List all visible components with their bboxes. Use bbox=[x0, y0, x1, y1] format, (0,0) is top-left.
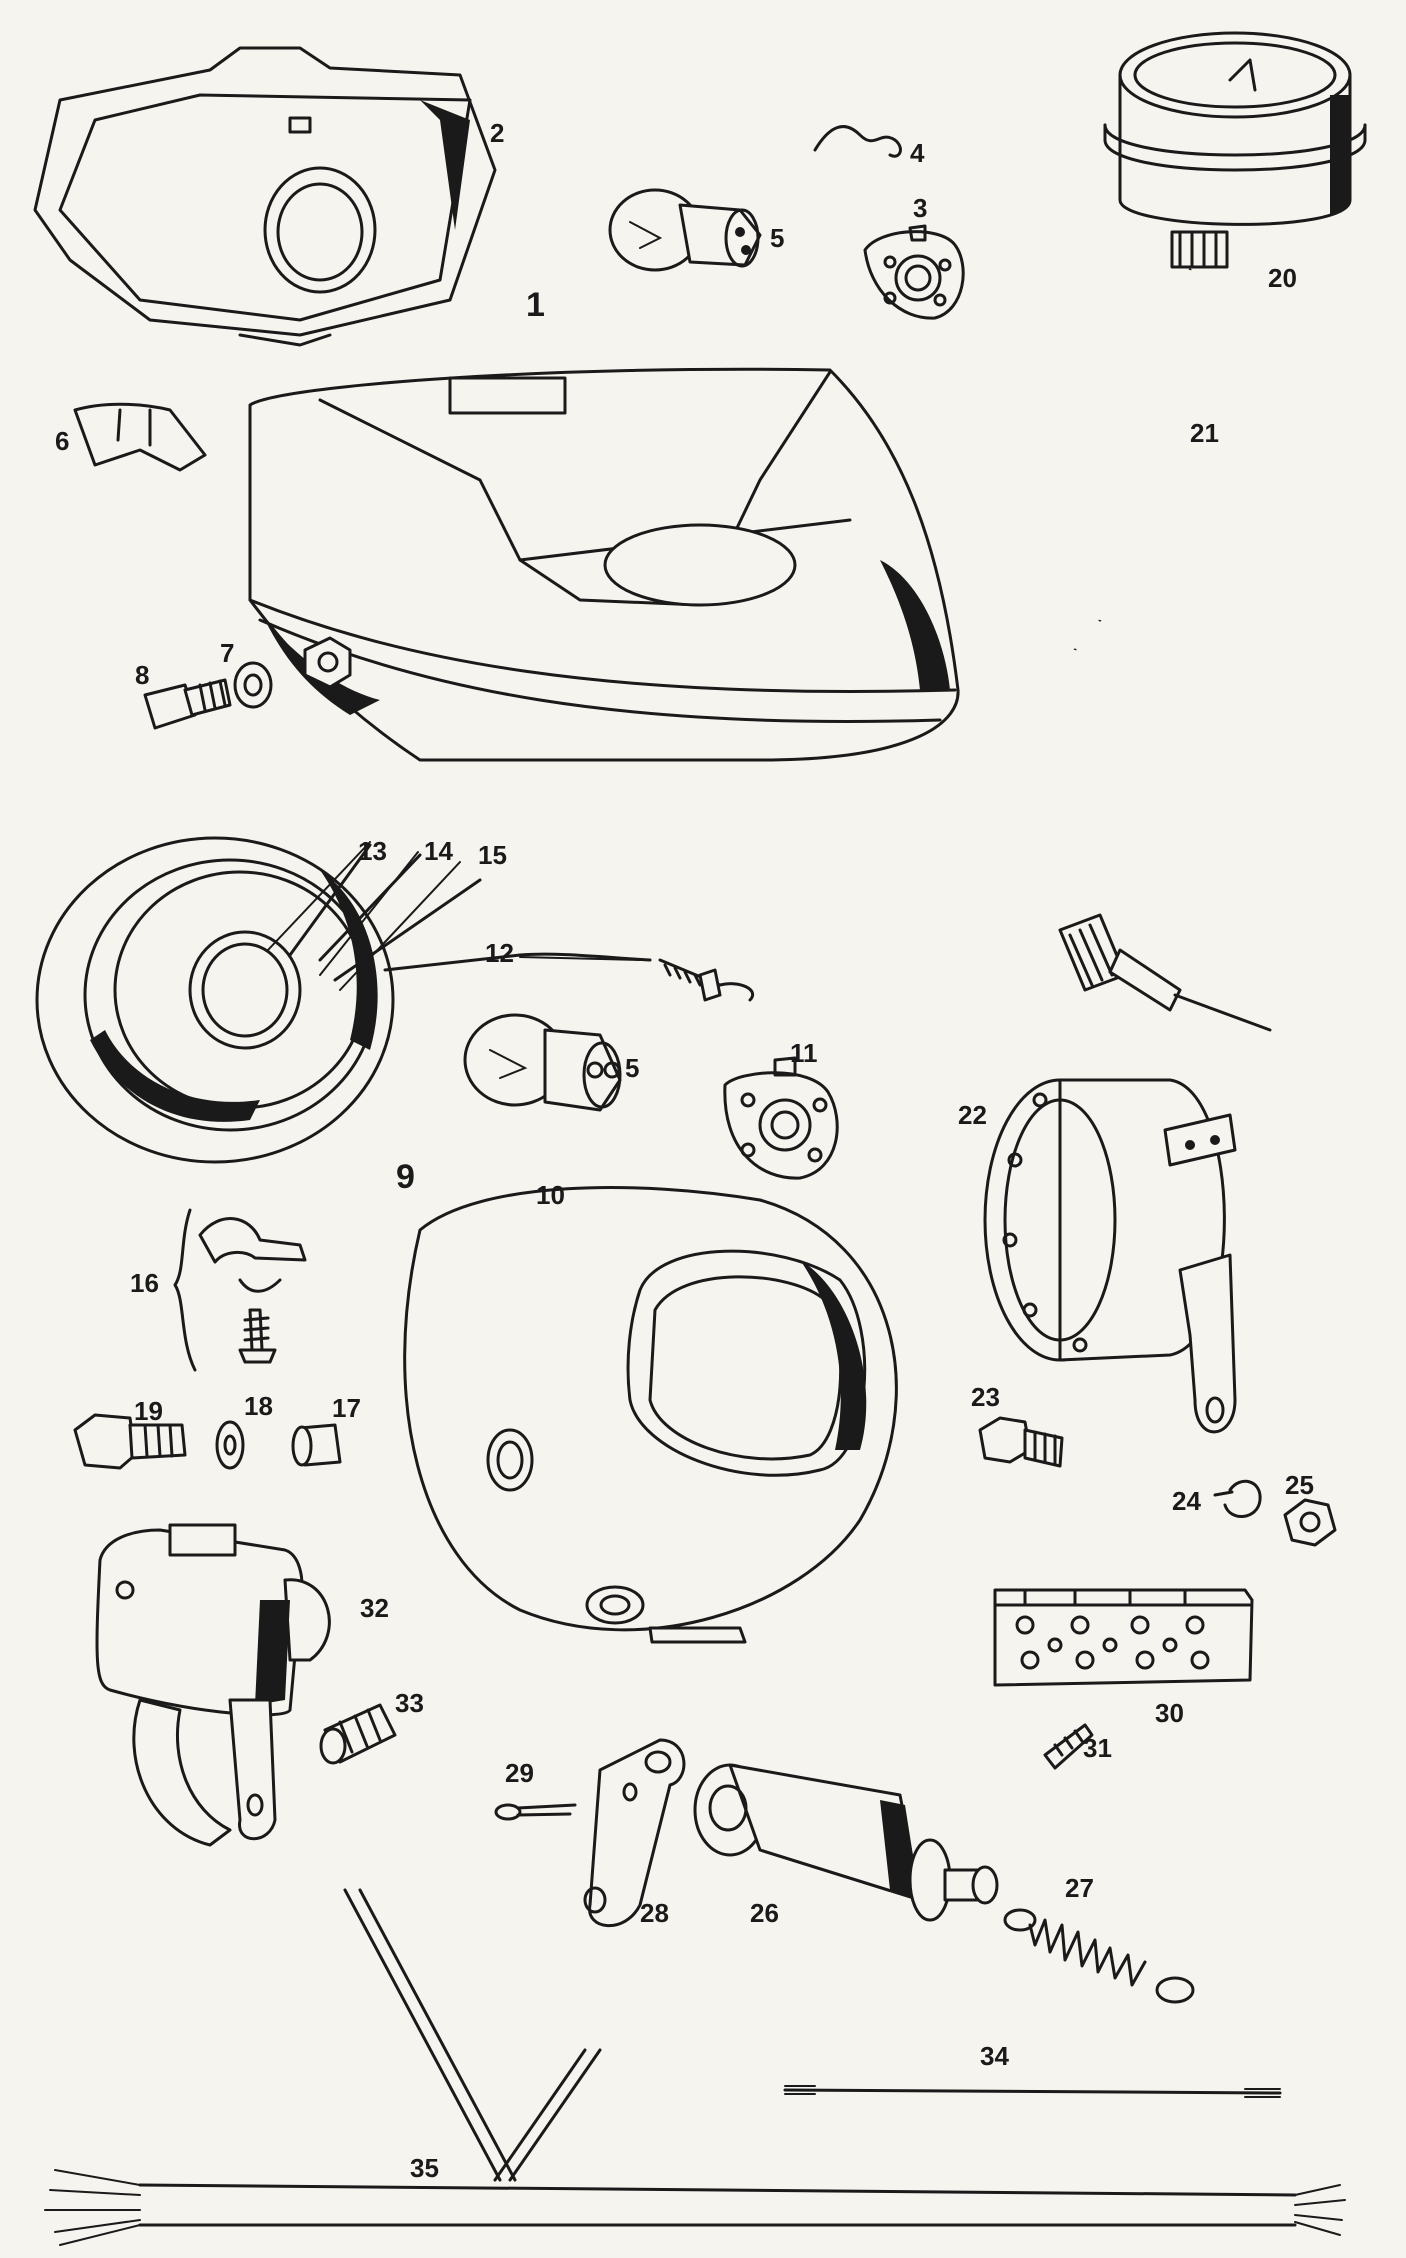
part-4-spring-clip bbox=[813, 125, 902, 158]
label-4: 4 bbox=[910, 138, 925, 168]
label-23: 23 bbox=[971, 1382, 1000, 1412]
part-17-spacer bbox=[291, 1423, 342, 1467]
label-32: 32 bbox=[360, 1593, 389, 1623]
label-25: 25 bbox=[1285, 1470, 1314, 1500]
part-35-wiring-harness bbox=[44, 1888, 1346, 2246]
label-34: 34 bbox=[980, 2041, 1009, 2071]
part-8-screw bbox=[143, 678, 232, 730]
label-5-upper: 5 bbox=[770, 223, 785, 253]
label-29: 29 bbox=[505, 1758, 534, 1788]
label-12: 12 bbox=[485, 938, 514, 968]
label-9: 9 bbox=[396, 1158, 415, 1196]
label-3: 3 bbox=[913, 193, 928, 223]
part-2-cowl-front bbox=[33, 46, 497, 347]
part-31-wood-screw bbox=[1043, 1723, 1094, 1770]
label-11: 11 bbox=[790, 1038, 818, 1068]
part-22-horn bbox=[983, 1078, 1237, 1434]
leader-lines bbox=[267, 841, 641, 991]
part-18-washer bbox=[215, 1420, 245, 1470]
part-23-bolt bbox=[978, 1416, 1064, 1468]
label-2: 2 bbox=[490, 118, 505, 148]
part-11-bulb-holder bbox=[723, 1056, 839, 1180]
label-35: 35 bbox=[410, 2153, 439, 2183]
part-12-wire-spring bbox=[383, 952, 754, 1002]
label-7: 7 bbox=[220, 638, 235, 668]
label-31: 31 bbox=[1083, 1733, 1112, 1763]
label-24: 24 bbox=[1172, 1486, 1201, 1516]
label-33: 33 bbox=[395, 1688, 424, 1718]
label-19: 19 bbox=[134, 1396, 163, 1426]
part-29-cotter-pin bbox=[494, 1803, 577, 1821]
label-17: 17 bbox=[332, 1393, 361, 1423]
part-7-washer bbox=[233, 661, 273, 709]
part-27-spring bbox=[1003, 1908, 1195, 2004]
label-27: 27 bbox=[1065, 1873, 1094, 1903]
label-15: 15 bbox=[478, 840, 507, 870]
part-30-terminal-block bbox=[993, 1588, 1254, 1687]
label-13: 13 bbox=[358, 836, 387, 866]
label-8: 8 bbox=[135, 660, 150, 690]
label-20: 20 bbox=[1268, 263, 1297, 293]
part-6-bracket-clip bbox=[73, 402, 207, 472]
label-21: 21 bbox=[1190, 418, 1219, 448]
part-3-bulb-holder bbox=[863, 224, 965, 320]
part-1-cowl-body bbox=[248, 367, 960, 762]
part-5-bulb-lower bbox=[463, 1013, 622, 1112]
part-32-switch bbox=[95, 1523, 331, 1847]
label-6: 6 bbox=[55, 426, 70, 456]
part-25-nut bbox=[1283, 1498, 1337, 1547]
label-10: 10 bbox=[536, 1180, 565, 1210]
label-30: 30 bbox=[1155, 1698, 1184, 1728]
part-28-lever bbox=[583, 1738, 686, 1928]
label-1: 1 bbox=[526, 286, 545, 324]
part-9-headlamp-rim bbox=[35, 836, 482, 1164]
part-34-wire bbox=[783, 2085, 1282, 2098]
part-21-speedo-cable bbox=[1027, 268, 1272, 1032]
label-5-lower: 5 bbox=[625, 1053, 640, 1083]
label-14: 14 bbox=[424, 836, 453, 866]
label-22: 22 bbox=[958, 1100, 987, 1130]
label-16: 16 bbox=[130, 1268, 159, 1298]
part-16-clip-set bbox=[173, 1208, 307, 1372]
part-33-screw bbox=[319, 1703, 397, 1765]
label-26: 26 bbox=[750, 1898, 779, 1928]
part-5-bulb-upper bbox=[608, 188, 762, 272]
label-18: 18 bbox=[244, 1391, 273, 1421]
part-10-headlamp-shell bbox=[403, 1186, 898, 1644]
part-26-brake-switch bbox=[693, 1763, 999, 1922]
part-19-bolt bbox=[73, 1413, 187, 1470]
part-20-speedometer bbox=[1103, 31, 1367, 269]
part-24-lock-washer bbox=[1213, 1479, 1262, 1518]
label-28: 28 bbox=[640, 1898, 669, 1928]
